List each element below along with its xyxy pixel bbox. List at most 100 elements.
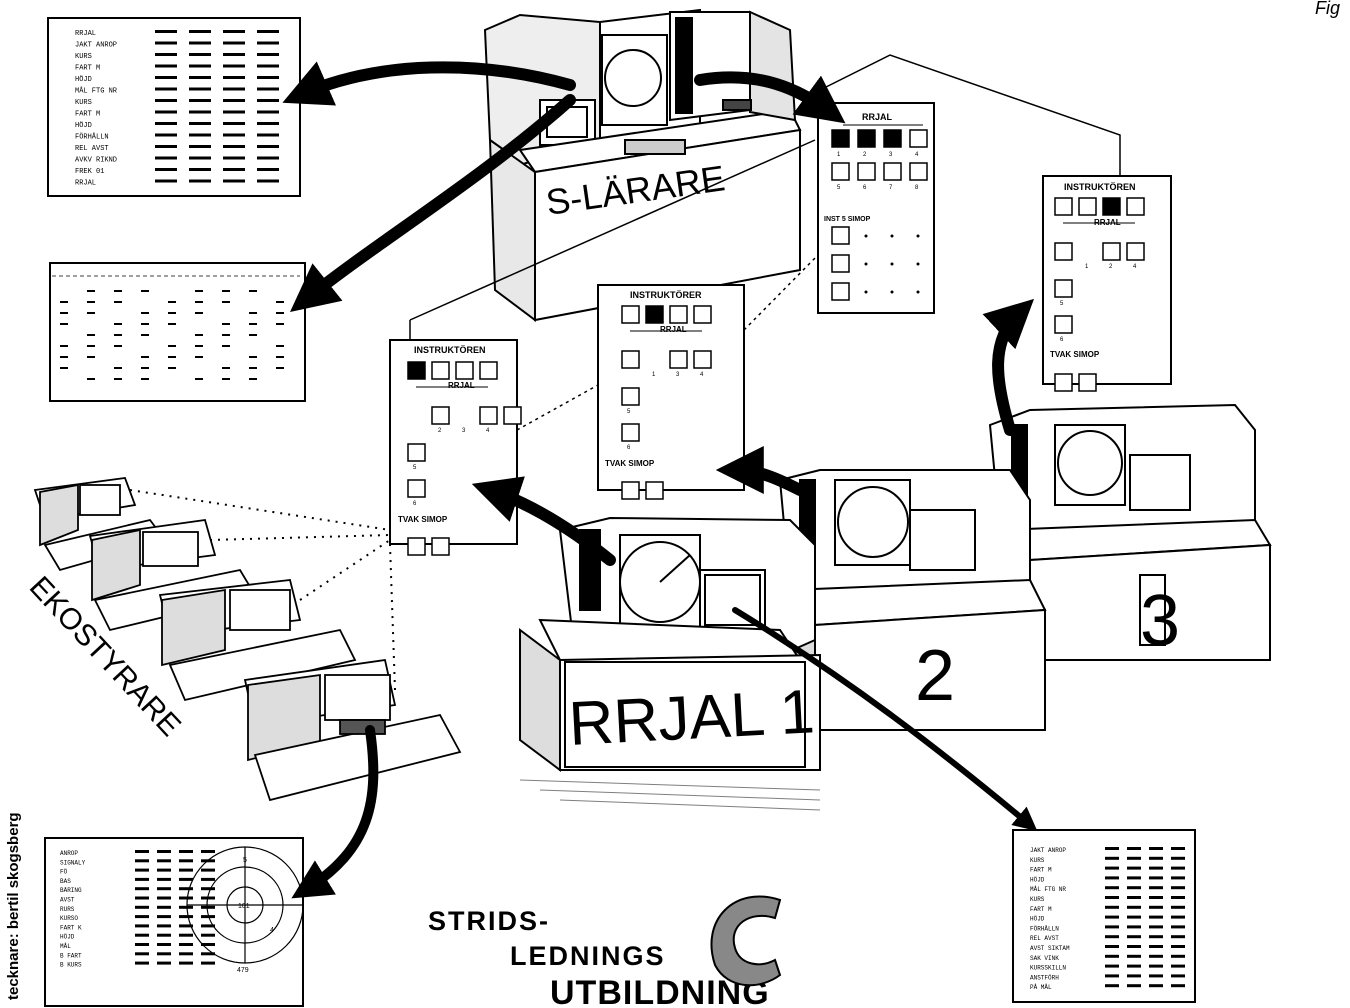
value-mark xyxy=(1171,954,1185,958)
value-mark xyxy=(201,933,215,937)
screen-row: FART M xyxy=(75,65,100,73)
panel-number: 3 xyxy=(676,372,680,378)
value-mark xyxy=(179,868,193,872)
value-mark xyxy=(1105,856,1119,860)
screen-row: KURS xyxy=(1030,896,1045,903)
panel-s-larare-section: INST 5 SIMOP xyxy=(824,216,871,223)
value-mark xyxy=(1127,935,1141,939)
value-mark xyxy=(1171,964,1185,968)
value-mark xyxy=(257,64,279,68)
value-mark xyxy=(157,924,171,928)
value-mark xyxy=(223,76,245,79)
screen-row: KURS xyxy=(75,99,92,107)
selector-box xyxy=(431,361,450,380)
panel-number: 6 xyxy=(863,185,867,191)
panel-number: 6 xyxy=(413,501,417,507)
value-mark xyxy=(155,122,177,125)
value-mark xyxy=(189,30,211,33)
table-mark xyxy=(276,356,284,358)
table-mark xyxy=(222,323,230,325)
selector-box xyxy=(645,481,664,500)
value-mark xyxy=(1105,886,1119,890)
screen-row: REL AVST xyxy=(1030,935,1059,942)
selector-box xyxy=(669,350,688,369)
value-mark xyxy=(135,933,149,937)
screen-row: AVST xyxy=(60,897,75,904)
selector-box xyxy=(1054,315,1073,334)
value-mark xyxy=(257,133,279,137)
value-mark xyxy=(1127,905,1141,909)
screen-row: HÖJD xyxy=(75,121,92,130)
value-mark xyxy=(135,877,149,881)
value-mark xyxy=(1171,905,1185,909)
value-mark xyxy=(135,915,149,919)
screen-row: REL AVST xyxy=(75,145,109,153)
screen-row: HÖJD xyxy=(60,934,75,941)
value-mark xyxy=(201,887,215,891)
station-label-rrjal-3: 3 xyxy=(1140,581,1180,661)
table-mark xyxy=(195,312,203,314)
value-mark xyxy=(1105,954,1119,958)
selector-box xyxy=(831,129,850,148)
panel-rrjal1-header: INSTRUKTÖREN xyxy=(414,345,486,355)
table-mark xyxy=(141,323,149,325)
screen-row: RRJAL xyxy=(75,180,96,188)
value-mark xyxy=(201,924,215,928)
table-mark xyxy=(195,345,203,347)
value-mark xyxy=(1105,935,1119,939)
value-mark xyxy=(155,156,177,160)
value-mark xyxy=(189,87,211,91)
table-mark xyxy=(60,323,68,325)
table-mark xyxy=(87,356,95,358)
screen-row: PÅ MÅL xyxy=(1030,984,1052,991)
selector-box xyxy=(455,361,474,380)
panel-number: 1 xyxy=(1085,264,1089,270)
table-mark xyxy=(276,323,284,325)
value-mark xyxy=(155,30,177,33)
panel-number: 4 xyxy=(915,152,919,158)
screen-row: JAKT ANROP xyxy=(75,42,117,50)
screen-row: FÖRHÅLLN xyxy=(75,133,109,142)
value-mark xyxy=(189,145,211,148)
value-mark xyxy=(1149,847,1163,850)
value-mark xyxy=(223,168,245,171)
console-s-larare xyxy=(483,8,802,322)
radar-scope xyxy=(186,846,304,964)
screen-row: ANSTFÖRH xyxy=(1030,974,1059,981)
value-mark xyxy=(223,87,245,91)
table-mark xyxy=(222,290,230,292)
value-mark xyxy=(157,850,171,853)
value-mark xyxy=(257,110,279,114)
panel-number: 2 xyxy=(1109,264,1113,270)
screen-row: FART M xyxy=(75,111,100,119)
table-mark xyxy=(249,323,257,325)
panel-number: 4 xyxy=(700,372,704,378)
value-mark xyxy=(189,41,211,45)
table-mark xyxy=(114,345,122,347)
screen-row: BAS xyxy=(60,878,71,885)
value-mark xyxy=(155,145,177,148)
panel-number: 3 xyxy=(889,152,893,158)
panel-number: 5 xyxy=(1060,301,1064,307)
screen-row: AVST SIKTAM xyxy=(1030,945,1070,952)
screen-row: FART M xyxy=(1030,906,1052,913)
table-mark xyxy=(60,345,68,347)
value-mark xyxy=(155,41,177,45)
value-mark xyxy=(157,859,171,863)
value-mark xyxy=(189,64,211,68)
screen-table xyxy=(49,262,306,402)
panel-rrjal3-header: INSTRUKTÖREN xyxy=(1064,182,1136,192)
value-mark xyxy=(257,179,279,183)
table-mark xyxy=(222,345,230,347)
value-mark xyxy=(1105,925,1119,929)
value-mark xyxy=(1171,896,1185,899)
value-mark xyxy=(157,943,171,946)
arrows xyxy=(282,61,1038,899)
selector-box xyxy=(431,406,450,425)
table-mark xyxy=(249,356,257,358)
value-mark xyxy=(1149,876,1163,880)
panel-number: 4 xyxy=(486,428,490,434)
